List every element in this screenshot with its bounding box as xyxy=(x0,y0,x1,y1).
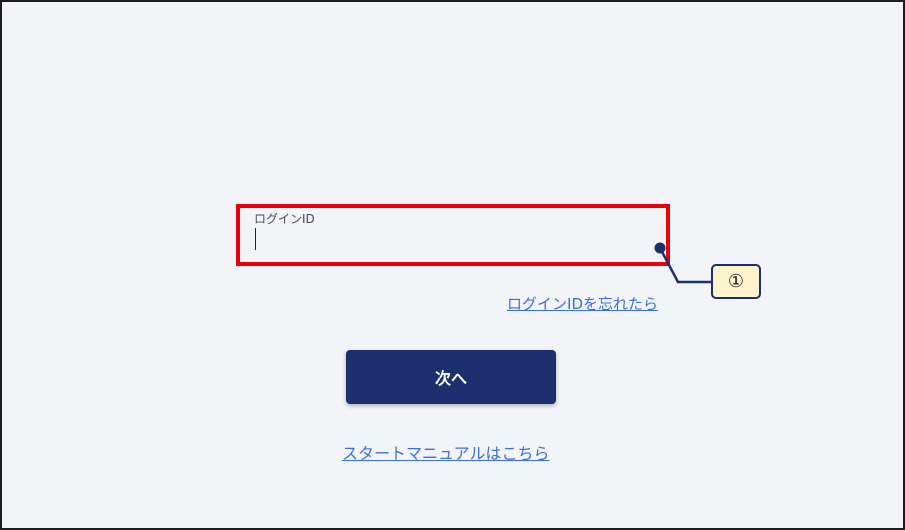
forgot-login-id-link[interactable]: ログインIDを忘れたら xyxy=(507,295,658,313)
login-id-field[interactable]: ログインID xyxy=(236,204,670,266)
callout-number-badge: ① xyxy=(711,264,761,299)
next-button[interactable]: 次へ xyxy=(346,350,556,404)
login-id-input[interactable] xyxy=(252,226,632,252)
login-id-label: ログインID xyxy=(254,212,315,226)
text-cursor xyxy=(255,228,256,250)
start-manual-link[interactable]: スタートマニュアルはこちら xyxy=(342,444,550,463)
